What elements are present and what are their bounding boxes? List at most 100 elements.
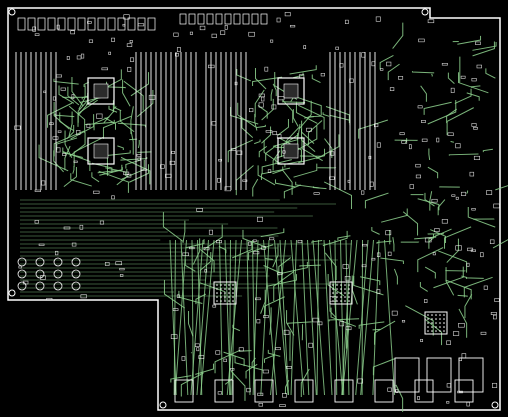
mounting-hole (491, 401, 499, 409)
signal-trace (427, 166, 439, 179)
signal-trace (232, 324, 241, 332)
mounting-hole (159, 401, 167, 409)
bus-trace (316, 239, 319, 396)
bga-ball (224, 284, 226, 286)
signal-trace (117, 145, 124, 150)
smd-component (257, 392, 264, 396)
cpu-die (93, 143, 109, 159)
signal-trace (467, 206, 496, 228)
smd-component (70, 30, 75, 35)
smd-component (126, 43, 133, 47)
signal-trace (437, 199, 446, 216)
signal-trace (311, 74, 321, 83)
bga-ball (228, 296, 230, 298)
top-connector (17, 17, 26, 31)
smd-component (34, 189, 42, 192)
round-pad (71, 269, 81, 279)
signal-trace (364, 192, 389, 209)
smd-component (317, 321, 323, 326)
smd-component (258, 403, 263, 407)
smd-component (387, 387, 392, 392)
bga-ball (439, 330, 441, 332)
signal-trace (248, 244, 274, 261)
smd-component (172, 308, 179, 311)
signal-trace (411, 71, 435, 74)
smd-component (432, 252, 436, 256)
smd-component (461, 353, 467, 359)
smd-component (467, 247, 474, 252)
smd-component (56, 74, 62, 78)
smd-component (376, 289, 381, 294)
smd-component (252, 239, 257, 242)
smd-component (217, 177, 221, 183)
bga-ball (336, 296, 338, 298)
cpu-socket (277, 77, 305, 105)
signal-trace (446, 238, 459, 263)
smd-component (194, 343, 200, 347)
bus-trace (190, 239, 204, 396)
bga-ball (435, 326, 437, 328)
signal-trace (184, 259, 196, 272)
signal-trace (444, 226, 472, 249)
signal-trace (395, 384, 404, 412)
signal-trace (120, 156, 151, 185)
smd-component (271, 104, 277, 110)
smd-component (446, 401, 450, 404)
smd-component (43, 90, 47, 94)
cpu-socket (87, 77, 115, 105)
signal-trace (427, 99, 457, 125)
top-connector (27, 17, 36, 31)
top-connector (57, 17, 66, 31)
smd-component (86, 123, 91, 128)
memory-slot-layer (15, 52, 376, 190)
smd-component (466, 262, 470, 267)
smd-component (489, 239, 495, 244)
bga-ball (232, 284, 234, 286)
bus-trace (345, 239, 350, 396)
smd-component (455, 245, 462, 251)
signal-trace (125, 159, 140, 169)
signal-trace (274, 179, 296, 188)
signal-trace (448, 153, 479, 156)
signal-trace (255, 68, 267, 90)
smd-component (54, 250, 59, 256)
bga-ball (344, 300, 346, 302)
smd-component (471, 208, 476, 211)
smd-component (269, 237, 275, 241)
bga-ball (340, 292, 342, 294)
smd-component (34, 33, 40, 36)
smd-component (119, 274, 124, 277)
signal-trace (264, 296, 285, 316)
smd-component (249, 108, 254, 113)
smd-component (265, 130, 273, 133)
bga-chip (424, 311, 448, 335)
smd-component (181, 356, 186, 361)
bga-ball (232, 296, 234, 298)
top-connector (260, 13, 268, 25)
signal-trace (301, 120, 315, 144)
signal-trace (192, 238, 201, 265)
smd-component (57, 130, 62, 133)
signal-trace (431, 73, 433, 77)
signal-trace (236, 68, 252, 82)
smd-component (196, 347, 200, 352)
signal-trace (252, 178, 259, 197)
signal-trace (68, 111, 73, 137)
signal-trace (472, 41, 497, 51)
cpu-socket (87, 137, 115, 165)
signal-trace (112, 106, 117, 113)
bga-ball (348, 292, 350, 294)
smd-component (148, 94, 156, 100)
signal-trace (137, 140, 140, 149)
signal-trace (102, 115, 132, 139)
smd-component (111, 195, 115, 200)
signal-trace (392, 237, 395, 252)
smd-component (104, 262, 110, 266)
signal-trace (117, 122, 146, 128)
io-connector (458, 357, 484, 393)
smd-component (313, 192, 320, 195)
smd-component (320, 73, 325, 77)
smd-component (289, 25, 296, 28)
signal-trace (420, 85, 427, 102)
